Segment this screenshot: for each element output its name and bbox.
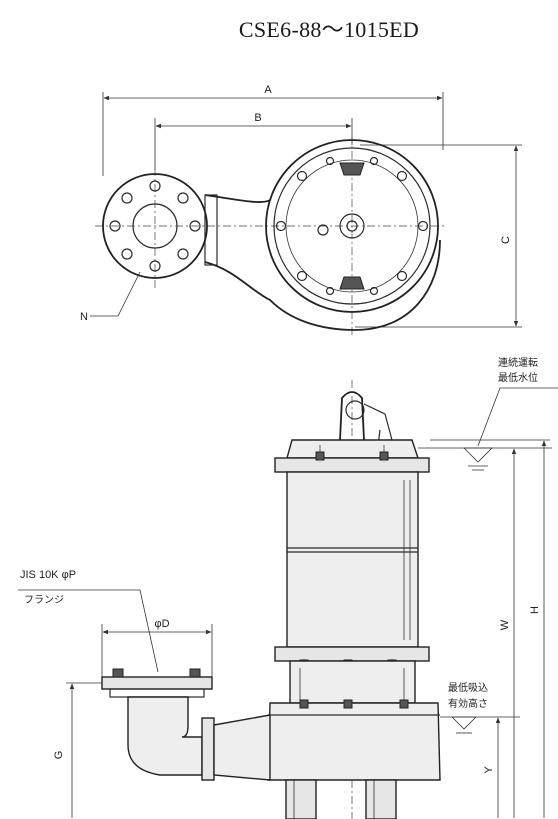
dimension-h-label: H: [529, 606, 541, 614]
dimension-y-label: Y: [483, 766, 495, 774]
dimension-g: G: [53, 682, 102, 818]
dimension-g-label: G: [53, 751, 65, 760]
suction-note-line1: 最低吸込: [448, 681, 488, 694]
suction-height-note: 最低吸込 有効高さ: [440, 681, 520, 734]
dimension-d-label: φD: [154, 618, 169, 630]
flange-note-line1: JIS 10K φP: [20, 569, 76, 581]
motor-housing-outline: [265, 139, 439, 313]
plan-view: A B C: [80, 84, 522, 335]
dimension-y: Y: [483, 717, 501, 818]
dimension-b: B: [154, 112, 353, 170]
motor-frame: [286, 471, 419, 648]
motor-bolts: [275, 156, 429, 296]
discharge-flange-plan: [102, 173, 208, 279]
bearing-housing: [289, 660, 416, 704]
suction-note-line2: 有効高さ: [448, 697, 488, 710]
elevation-view: φD JIS 10K φP フランジ G 連続運転 最低水位: [18, 356, 558, 819]
dimension-w: W: [499, 448, 517, 818]
flange-bolts: [109, 180, 201, 272]
dimension-w-label: W: [499, 619, 511, 630]
flange-note-line2: フランジ: [24, 594, 64, 606]
dimension-a: A: [102, 84, 444, 176]
discharge-flange-side: [101, 676, 213, 690]
support-foot-right: [365, 779, 397, 819]
dimension-b-label: B: [254, 112, 261, 124]
continuous-level-line2: 最低水位: [498, 371, 538, 384]
lifting-handle: [339, 391, 393, 447]
dimension-d: φD: [101, 618, 213, 677]
top-cover: [286, 439, 419, 459]
continuous-level-line1: 連続運転: [498, 356, 538, 369]
flange-note: JIS 10K φP フランジ: [18, 569, 159, 673]
dimension-c: C: [355, 144, 522, 328]
top-flange: [274, 457, 430, 473]
dimension-n-label: N: [80, 311, 88, 323]
continuous-level-note: 連続運転 最低水位: [418, 356, 558, 471]
dimension-a-label: A: [264, 84, 272, 96]
dimension-c-label: C: [500, 236, 512, 244]
discharge-elbow: [101, 668, 271, 781]
drawing-title: CSE6-88～1015ED: [238, 17, 420, 42]
dimension-n: N: [80, 271, 141, 323]
middle-flange: [274, 646, 430, 662]
dimension-h: H: [430, 439, 550, 818]
discharge-neck: [204, 194, 218, 266]
support-foot-left: [285, 779, 317, 819]
